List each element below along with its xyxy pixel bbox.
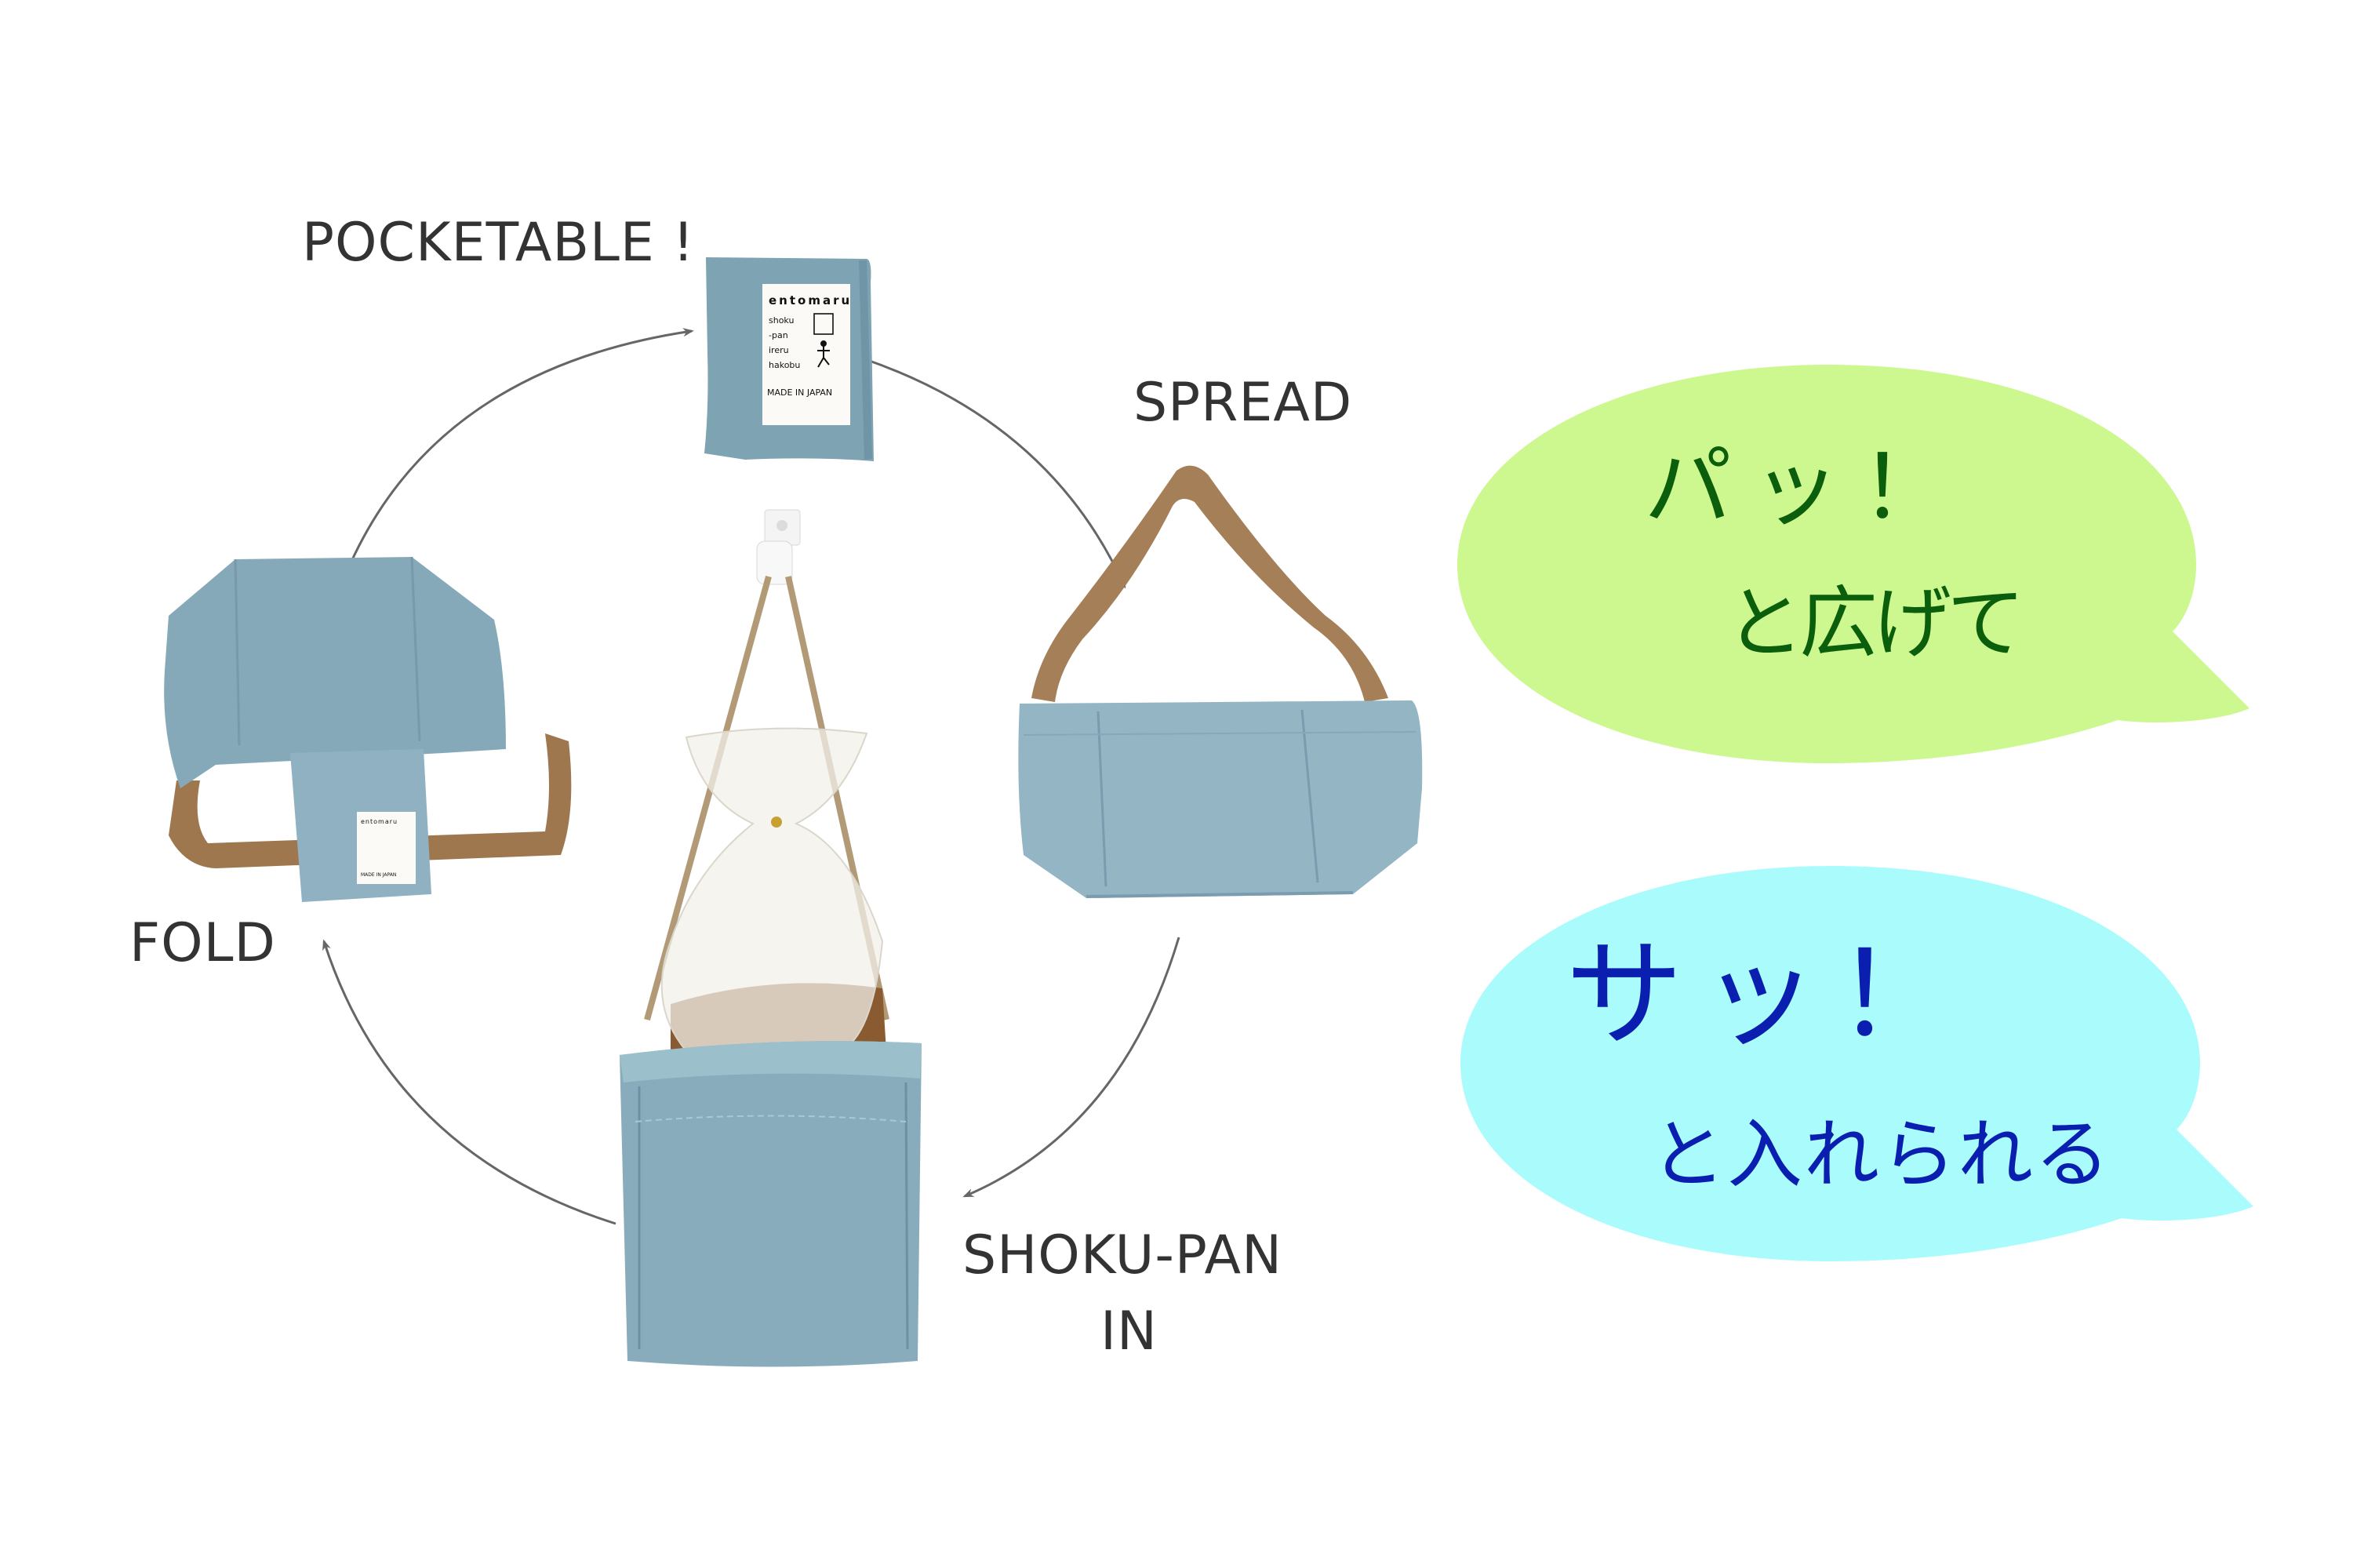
tag-brand: entomaru: [769, 293, 852, 307]
tag-brand-small: entomaru: [361, 818, 398, 825]
bubble-blue-line2: と入れられる: [1650, 1111, 2111, 1199]
spread-bag-image: [1018, 465, 1423, 898]
step-label-pocketable: POCKETABLE !: [302, 212, 695, 274]
bubble-green-line1: パッ！: [1644, 437, 1969, 539]
tag-line: ireru: [769, 345, 789, 355]
bubble-blue-line1: サッ！: [1566, 927, 1971, 1064]
tag-origin-small: MADE IN JAPAN: [361, 872, 396, 878]
bubble-green-line2: と広げて: [1726, 577, 2025, 669]
tag-origin: MADE IN JAPAN: [767, 387, 832, 398]
walking-person-icon: [817, 340, 830, 368]
fold-bag-image: entomaru MADE IN JAPAN: [164, 556, 572, 902]
arrow-fold-to-pocketable: [349, 328, 694, 564]
arrow-spread-to-shokupan: [962, 937, 1180, 1198]
tag-line: shoku: [769, 315, 794, 326]
step-label-spread: SPREAD: [1133, 372, 1353, 434]
step-label-fold: FOLD: [129, 912, 276, 974]
tag-line: hakobu: [769, 360, 800, 370]
arrow-pocketable-to-spread: [864, 358, 1126, 589]
pocketable-pouch-image: entomaru shoku -pan ireru hakobu MADE IN…: [704, 257, 874, 461]
arrow-shokupan-to-fold: [322, 939, 616, 1225]
bread-square-icon: [813, 313, 834, 335]
speech-bubble-green: [1457, 365, 2249, 763]
step-label-shokupan: SHOKU-PAN: [962, 1224, 1282, 1286]
speech-bubble-blue: [1460, 866, 2253, 1261]
step-label-shokupan-in: IN: [1100, 1301, 1158, 1362]
tag-line: -pan: [769, 330, 788, 340]
shokupan-bag-image: [620, 509, 922, 1367]
